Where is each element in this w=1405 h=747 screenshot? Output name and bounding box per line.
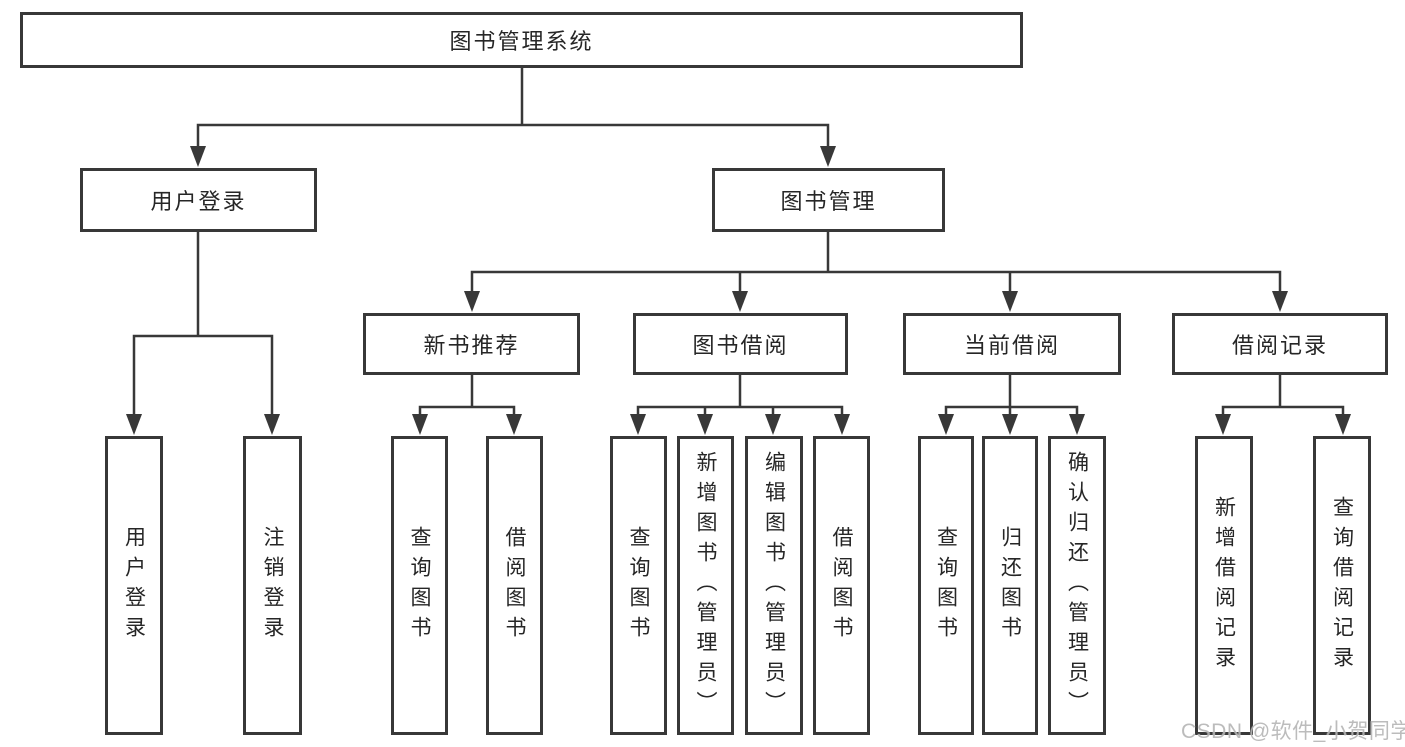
leaf-borrow-books-recommend: 借阅图书	[486, 436, 543, 735]
leaf-add-borrow-record: 新增借阅记录	[1195, 436, 1253, 735]
node-book-management: 图书管理	[712, 168, 945, 232]
leaf-query-borrow-record: 查询借阅记录	[1313, 436, 1371, 735]
arrowheads	[126, 146, 1351, 435]
leaf-edit-books-admin: 编辑图书（管理员）	[745, 436, 803, 735]
leaf-confirm-return-admin: 确认归还（管理员）	[1048, 436, 1106, 735]
node-new-book-recommend: 新书推荐	[363, 313, 580, 375]
leaf-return-books: 归还图书	[982, 436, 1038, 735]
leaf-borrow-books: 借阅图书	[813, 436, 870, 735]
node-user-login: 用户登录	[80, 168, 317, 232]
leaf-add-books-admin: 新增图书（管理员）	[677, 436, 734, 735]
leaf-query-books-borrow: 查询图书	[610, 436, 667, 735]
node-borrow-records: 借阅记录	[1172, 313, 1388, 375]
watermark: CSDN @软件_小贺同学	[1181, 720, 1405, 743]
node-library-management-system: 图书管理系统	[20, 12, 1023, 68]
node-current-borrow: 当前借阅	[903, 313, 1121, 375]
node-book-borrow: 图书借阅	[633, 313, 848, 375]
leaf-user-login: 用户登录	[105, 436, 163, 735]
leaf-query-books-recommend: 查询图书	[391, 436, 448, 735]
leaf-query-books-current: 查询图书	[918, 436, 974, 735]
leaf-logout: 注销登录	[243, 436, 302, 735]
